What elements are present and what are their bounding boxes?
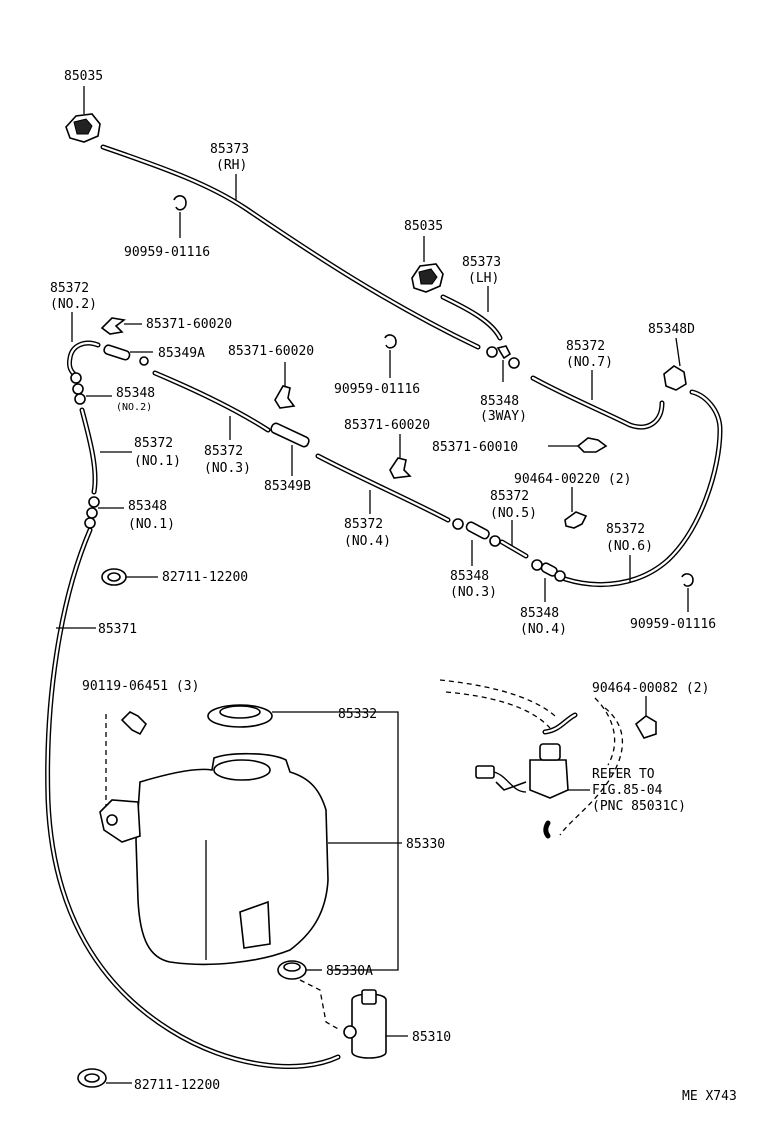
label-85372-no6-sub: (NO.6) (606, 539, 653, 554)
label-85372-no5-sub: (NO.5) (490, 506, 537, 521)
clamp-85371-60020-a (100, 317, 142, 335)
label-90464-00082: 90464-00082 (2) (592, 681, 709, 696)
label-85348-no1: 85348 (128, 499, 167, 514)
label-85349b: 85349B (264, 479, 311, 494)
label-85372-no1-sub: (NO.1) (134, 454, 181, 469)
valve-85348-no3 (452, 518, 501, 566)
label-85372-no1: 85372 (134, 436, 173, 451)
label-85348-3way: 85348 (480, 394, 519, 409)
label-85372-no7-sub: (NO.7) (566, 355, 613, 370)
label-85371-60020-b: 85371-60020 (228, 344, 314, 359)
hose-85372-no2 (67, 340, 101, 377)
label-82711-bottom: 82711-12200 (134, 1078, 220, 1093)
label-85373-lh-sub: (LH) (468, 271, 499, 286)
hose-85372-no3 (152, 370, 271, 433)
clamp-85371-60020-b (274, 362, 296, 409)
label-85035-top: 85035 (64, 69, 103, 84)
label-85371-60020-a: 85371-60020 (146, 317, 232, 332)
valve-85348-no1 (84, 496, 124, 529)
joint-85348-3way (486, 345, 520, 382)
hose-85373-lh (440, 294, 503, 341)
hose-85372-no4 (315, 453, 451, 523)
hoses (45, 144, 723, 1069)
label-85372-no2-sub: (NO.2) (50, 297, 97, 312)
hose-85372-no5 (499, 539, 529, 559)
label-90119: 90119-06451 (3) (82, 679, 199, 694)
clamp-85371-60010 (548, 437, 608, 453)
label-90959-right: 90959-01116 (630, 617, 716, 632)
clamp-82711-top (101, 568, 158, 586)
clip-90959-top (173, 195, 187, 238)
hose-85372-no6 (562, 389, 723, 587)
label-85372-no4-sub: (NO.4) (344, 534, 391, 549)
ref-pump (439, 679, 624, 839)
label-refer-2: FIG.85-04 (592, 783, 663, 798)
label-85330: 85330 (406, 837, 445, 852)
joint-85349a (103, 344, 153, 366)
check-valve-85348d (663, 337, 687, 391)
clip-90959-mid (384, 334, 397, 378)
label-85348-no2-sub: (NO.2) (116, 402, 152, 413)
hose-85372-no7 (530, 375, 665, 430)
label-85371-60010: 85371-60010 (432, 440, 518, 455)
label-85310: 85310 (412, 1030, 451, 1045)
label-85332: 85332 (338, 707, 377, 722)
label-82711-top: 82711-12200 (162, 570, 248, 585)
valve-85348-no4 (531, 559, 566, 602)
hose-85371-main (45, 527, 341, 1069)
label-85349a: 85349A (158, 346, 205, 361)
label-85348-no2: 85348 (116, 386, 155, 401)
label-85372-no2: 85372 (50, 281, 89, 296)
label-85372-no6: 85372 (606, 522, 645, 537)
clip-90464-00220 (564, 487, 588, 529)
hose-85373-rh (100, 144, 481, 350)
nozzle-85035-mid (411, 263, 444, 293)
label-85372-no5: 85372 (490, 489, 529, 504)
label-refer-3: (PNC 85031C) (592, 799, 686, 814)
label-85348-no3-sub: (NO.3) (450, 585, 497, 600)
label-90959-mid: 90959-01116 (334, 382, 420, 397)
tank-85330 (99, 752, 329, 966)
clip-90464-00082 (634, 696, 657, 739)
grommet-85330a (277, 960, 341, 1031)
label-85348-no4: 85348 (520, 606, 559, 621)
label-85035-mid: 85035 (404, 219, 443, 234)
label-85372-no3-sub: (NO.3) (204, 461, 251, 476)
label-85373-lh: 85373 (462, 255, 501, 270)
label-85372-no4: 85372 (344, 517, 383, 532)
label-85372-no7: 85372 (566, 339, 605, 354)
hose-85372-no1 (79, 407, 98, 495)
clamp-82711-bottom (77, 1068, 132, 1088)
label-85330a: 85330A (326, 964, 373, 979)
label-85371: 85371 (98, 622, 137, 637)
label-85371-60020-c: 85371-60020 (344, 418, 430, 433)
bracket-line (330, 711, 399, 971)
label-85373-rh: 85373 (210, 142, 249, 157)
label-85348-no1-sub: (NO.1) (128, 517, 175, 532)
label-85372-no3: 85372 (204, 444, 243, 459)
label-90464-00220: 90464-00220 (2) (514, 472, 631, 487)
clip-90959-right (681, 573, 694, 612)
joint-85349b (270, 422, 310, 476)
label-85348-no3: 85348 (450, 569, 489, 584)
label-85373-rh-sub: (RH) (216, 158, 247, 173)
pump-85310 (343, 989, 408, 1059)
label-85348d: 85348D (648, 322, 695, 337)
valve-85348-no2 (70, 372, 112, 405)
bolt-90119 (105, 711, 148, 808)
diagram-code: ME X743 (682, 1089, 737, 1104)
label-refer-1: REFER TO (592, 767, 655, 782)
labels: 85035 85373 (RH) 90959-01116 85035 85373… (50, 69, 737, 1104)
label-85348-3way-sub: (3WAY) (480, 409, 527, 424)
cap-85332 (207, 704, 330, 728)
label-85348-no4-sub: (NO.4) (520, 622, 567, 637)
nozzle-85035-top (65, 113, 101, 143)
label-90959-top: 90959-01116 (124, 245, 210, 260)
clamp-85371-60020-c (389, 434, 412, 479)
